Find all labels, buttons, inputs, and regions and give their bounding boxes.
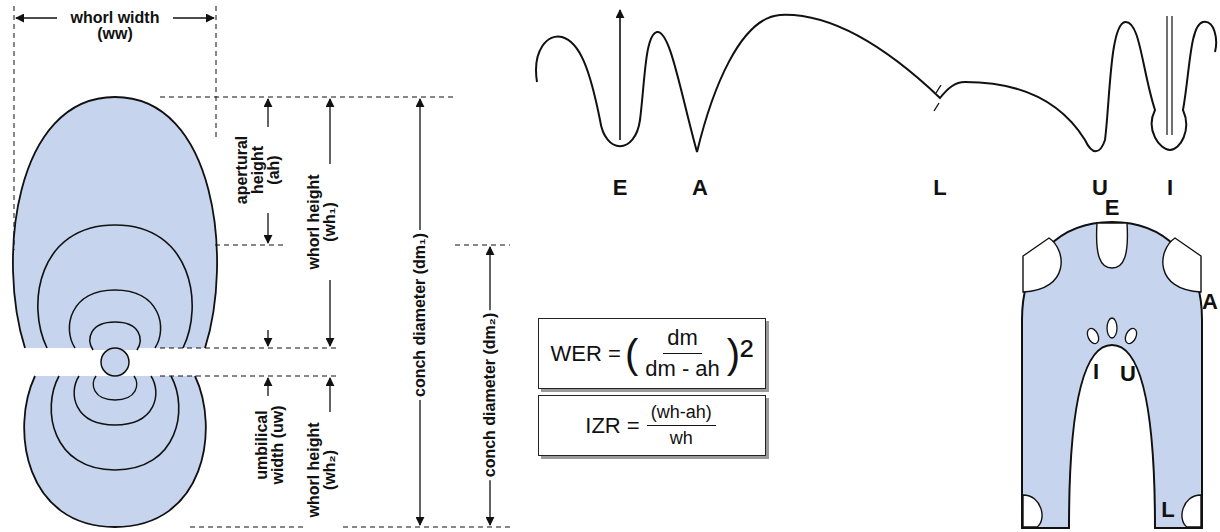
numerator: dm — [663, 325, 702, 354]
dimension-label: apertural height (ah) — [233, 127, 283, 213]
lobe-letter: U — [1092, 177, 1108, 199]
lobe-letter: A — [1202, 291, 1218, 313]
dimension-label: whorl height (wh₂) — [305, 412, 339, 528]
formula-text: IZR = — [585, 413, 639, 439]
formula-box: WER =(dmdm - ah)² — [538, 318, 766, 389]
lobe-letter: L — [1161, 499, 1174, 521]
extension-lines — [14, 6, 510, 527]
lobe-letter: E — [613, 177, 628, 199]
dimension-arrows — [16, 18, 490, 525]
dimension-label: whorl height (wh₁) — [305, 164, 339, 280]
lobe-letter: A — [692, 177, 708, 199]
denominator: dm - ah — [641, 354, 724, 382]
denominator: wh — [666, 426, 697, 449]
lobe-letter: I — [1093, 361, 1099, 383]
dimension-label: conch diameter (dm₁) — [411, 230, 429, 400]
lobe-letter: E — [1105, 197, 1120, 219]
dimension-label: umbilical width (uw) — [253, 396, 287, 494]
lobe-letter: I — [1167, 177, 1173, 199]
shell-section — [13, 97, 217, 527]
bracket: )² — [727, 334, 754, 374]
suture-line — [536, 10, 1216, 152]
dimension-label: whorl width (ww) — [57, 9, 173, 43]
fraction: dmdm - ah — [641, 325, 724, 382]
dimension-label: conch diameter (dm₂) — [481, 310, 499, 480]
whorl-section — [1022, 222, 1202, 528]
formula-box: IZR = (wh-ah)wh — [538, 395, 766, 456]
bracket: ( — [625, 334, 638, 374]
lobe-letter: L — [933, 177, 946, 199]
numerator: (wh-ah) — [647, 402, 716, 426]
formula-text: WER = — [551, 341, 621, 367]
lobe-letter: U — [1120, 363, 1136, 385]
fraction: (wh-ah)wh — [647, 402, 716, 449]
